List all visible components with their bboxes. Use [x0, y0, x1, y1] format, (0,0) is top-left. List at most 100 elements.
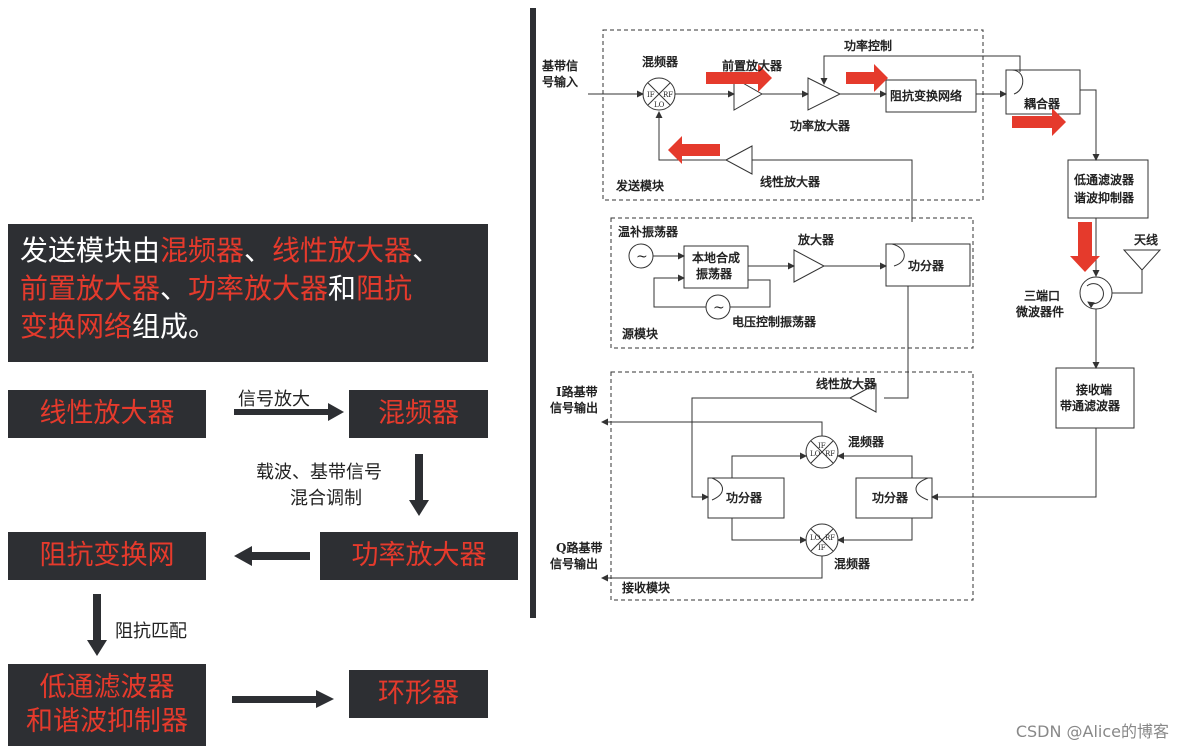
circulator-symbol	[1079, 276, 1113, 310]
label-temp-osc: 温补振荡器	[618, 224, 679, 239]
tx-linear-amp-symbol	[724, 145, 753, 175]
label-i-out-1: I路基带	[556, 384, 598, 399]
flow-arrows	[87, 403, 429, 708]
label-rx-linear-amp: 线性放大器	[816, 376, 877, 391]
label-rx-splitter-right: 功分器	[872, 490, 909, 505]
summary-mixer: 混频器	[160, 234, 245, 267]
block-diagram: 基带信 号输入 混频器 前置放大器 功率控制 阻抗变换网络 耦合器 功率放大器 …	[541, 29, 1162, 601]
label-rx-splitter-left: 功分器	[726, 490, 763, 505]
label-q-out-1: Q路基带	[556, 540, 602, 555]
rx-splitter-right-box	[855, 477, 933, 519]
label-amplifier: 放大器	[797, 232, 835, 247]
label-impedance-network: 阻抗变换网络	[890, 88, 962, 103]
local-synth-box	[683, 245, 749, 289]
flow-label-power-amp: 功率放大器	[351, 540, 487, 571]
port-lo-rx-i: LO	[810, 450, 821, 458]
flow-label-linear-amp: 线性放大器	[39, 398, 175, 429]
label-source-module: 源模块	[622, 326, 659, 341]
summary-impedance-2: 变换网络	[20, 310, 133, 343]
label-baseband-in-1: 基带信	[541, 58, 578, 73]
label-tx-linear-amp: 线性放大器	[760, 174, 821, 189]
label-coupler: 耦合器	[1024, 96, 1061, 111]
summary-sep-3: 、	[160, 272, 189, 305]
label-rx-filter-2: 带通滤波器	[1060, 398, 1121, 413]
flow-arrow-mix	[409, 454, 429, 516]
tx-module-frame	[602, 29, 984, 201]
label-preamp: 前置放大器	[722, 58, 783, 73]
vco-tilde: ~	[713, 300, 725, 316]
label-baseband-in-2: 号输入	[542, 74, 578, 89]
flow-arrow-to-impedance	[234, 546, 310, 566]
flow-box-circulator: 环形器	[349, 670, 488, 718]
flow-note-mix-2: 混合调制	[290, 488, 362, 509]
summary-power-amp: 功率放大器	[188, 272, 329, 305]
red-flow-arrows	[668, 64, 1100, 272]
summary-and: 和	[328, 272, 357, 305]
port-if-rx-i: IF	[818, 442, 826, 450]
flow-box-mixer: 混频器	[349, 390, 488, 438]
label-circulator-2: 微波器件	[1015, 304, 1064, 319]
source-module-frame	[610, 217, 974, 349]
label-circulator-1: 三端口	[1024, 288, 1060, 303]
rx-bandpass-box	[1055, 367, 1135, 429]
flow-box-lowpass: 低通滤波器 和谐波抑制器	[8, 664, 206, 746]
port-lo-rx-q: LO	[810, 534, 821, 542]
summary-sep-2: 、	[412, 234, 441, 267]
summary-linear-amp: 线性放大器	[272, 234, 413, 267]
flow-arrow-to-circulator	[232, 690, 334, 708]
impedance-network-box	[885, 79, 977, 113]
flow-label-circulator: 环形器	[378, 678, 459, 709]
temp-osc-tilde: ~	[636, 249, 648, 265]
antenna-symbol	[1122, 249, 1162, 271]
label-local-synth-2: 振荡器	[696, 266, 733, 281]
source-splitter-box	[885, 243, 971, 287]
flow-box-power-amp: 功率放大器	[320, 532, 518, 580]
label-vco: 电压控制振荡器	[732, 314, 817, 329]
label-tx-mixer: 混频器	[642, 54, 679, 69]
label-rx-filter-1: 接收端	[1076, 382, 1112, 397]
summary-panel: 发送模块由混频器、线性放大器、 前置放大器、功率放大器和阻抗 变换网络组成。	[8, 224, 488, 362]
summary-impedance-1: 阻抗	[356, 272, 413, 305]
flow-box-linear-amp: 线性放大器	[8, 390, 206, 438]
source-amp-symbol	[793, 249, 826, 283]
flow-note-amplify: 信号放大	[238, 389, 310, 410]
summary-text-1: 发送模块由	[20, 234, 161, 267]
port-if-tx: IF	[647, 91, 655, 99]
rx-splitter-left-box	[707, 477, 785, 519]
summary-preamp: 前置放大器	[20, 272, 161, 305]
label-i-out-2: 信号输出	[550, 400, 598, 415]
lowpass-filter-box	[1067, 159, 1149, 219]
label-tx-module: 发送模块	[615, 178, 665, 193]
flow-label-mixer: 混频器	[378, 398, 459, 429]
port-rf-rx-q: RF	[825, 534, 835, 542]
label-rx-module: 接收模块	[622, 580, 671, 595]
flow-label-lowpass-1: 低通滤波器	[39, 672, 175, 703]
label-local-synth-1: 本地合成	[692, 250, 740, 265]
port-lo-tx: LO	[654, 101, 665, 109]
flow-note-match: 阻抗匹配	[115, 621, 187, 642]
coupler-box	[1005, 69, 1081, 115]
label-source-splitter: 功分器	[908, 258, 945, 273]
vertical-divider	[530, 8, 536, 618]
port-if-rx-q: IF	[818, 544, 826, 552]
label-tx-power-amp: 功率放大器	[790, 118, 851, 133]
preamp-symbol	[733, 77, 764, 111]
label-rx-mixer-q: 混频器	[834, 556, 871, 571]
label-lowpass-1: 低通滤波器	[1073, 172, 1135, 187]
label-antenna: 天线	[1134, 232, 1158, 247]
summary-end: 组成。	[132, 310, 217, 343]
label-rx-mixer-i: 混频器	[848, 434, 885, 449]
flow-arrow-amplify	[234, 403, 344, 421]
flow-label-impedance: 阻抗变换网	[39, 540, 175, 571]
flow-arrow-match	[87, 594, 107, 656]
flow-note-mix-1: 载波、基带信号	[256, 462, 382, 483]
rx-linear-amp-symbol	[848, 383, 877, 413]
rx-module-frame	[610, 371, 974, 601]
flow-box-impedance: 阻抗变换网	[8, 532, 206, 580]
summary-sep-1: 、	[244, 234, 273, 267]
flow-label-lowpass-2: 和谐波抑制器	[26, 706, 188, 737]
label-lowpass-2: 谐波抑制器	[1074, 190, 1135, 205]
port-rf-tx: RF	[663, 91, 673, 99]
label-q-out-2: 信号输出	[550, 556, 598, 571]
port-rf-rx-i: RF	[825, 450, 835, 458]
